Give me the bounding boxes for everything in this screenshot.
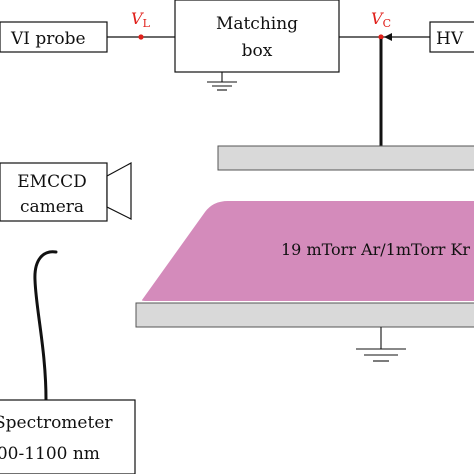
spectrometer-label-line2: 200-1100 nm <box>0 444 100 464</box>
emccd-camera-box <box>0 162 108 222</box>
camera-lens-icon <box>106 161 132 220</box>
bottom-electrode <box>135 302 474 328</box>
plasma-label: 19 mTorr Ar/1mTorr Kr <box>281 240 470 259</box>
spectrometer-label-line1: Spectrometer <box>0 413 113 433</box>
matching-label-line2: box <box>242 41 273 61</box>
plasma-region <box>141 201 474 301</box>
vl-label: VL <box>131 9 151 30</box>
vc-label: VC <box>371 9 391 30</box>
vi-probe-label: VI probe <box>10 29 86 49</box>
matching-label-line1: Matching <box>216 14 298 34</box>
vl-node <box>138 34 144 40</box>
spectrometer-box <box>0 399 136 474</box>
vc-node <box>378 34 384 40</box>
vi-probe-box <box>0 21 108 53</box>
electrode-ground-icon <box>356 327 406 362</box>
matching-box <box>174 0 340 73</box>
emccd-label-line2: camera <box>20 197 84 217</box>
hv-box <box>429 21 474 53</box>
arrowhead-icon <box>384 33 392 41</box>
emccd-label-line1: EMCCD <box>17 172 86 192</box>
hv-label: HV <box>436 29 464 49</box>
optical-fiber <box>33 250 58 402</box>
top-electrode <box>217 145 474 171</box>
matching-ground-icon <box>207 72 237 91</box>
